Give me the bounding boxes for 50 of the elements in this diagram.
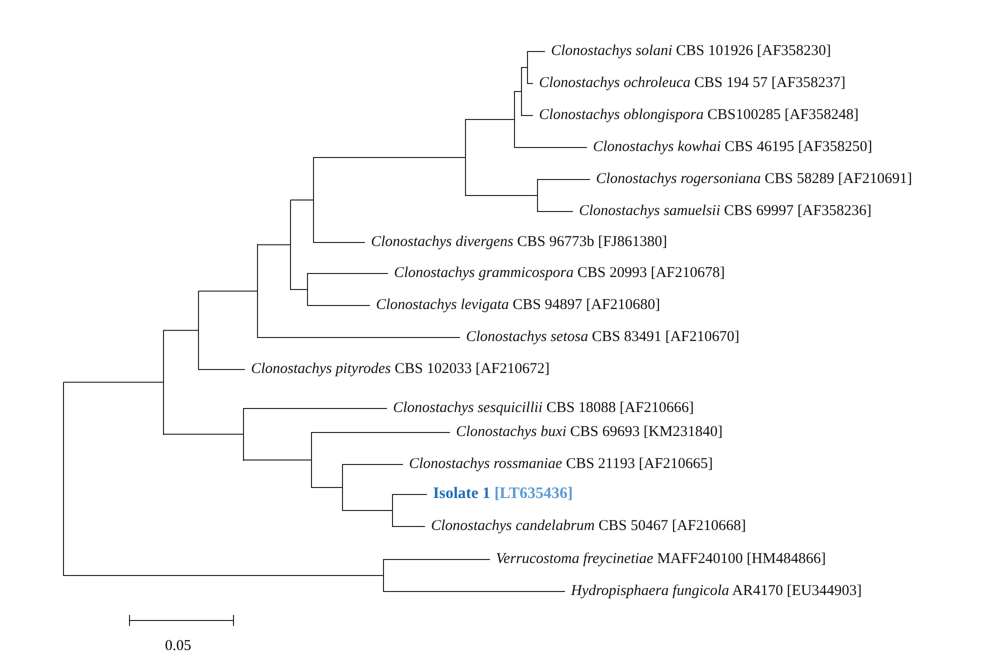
taxon-label: Verrucostoma freycinetiae MAFF240100 [HM484866] xyxy=(490,549,826,569)
tree-branch xyxy=(514,147,588,148)
taxon-label: Clonostachys candelabrum CBS 50467 [AF210668] xyxy=(425,516,746,536)
tree-branch xyxy=(311,487,343,488)
accession-number: [LT635436] xyxy=(494,485,573,502)
taxon-label: Hydropisphaera fungicola AR4170 [EU344903] xyxy=(565,581,862,601)
tree-branch xyxy=(465,195,538,196)
tree-branch xyxy=(63,382,164,383)
tree-branch xyxy=(313,157,466,158)
taxon-label: Clonostachys buxi CBS 69693 [KM231840] xyxy=(450,422,723,442)
tree-branch xyxy=(383,559,490,560)
tree-branch xyxy=(311,432,450,433)
tree-branch xyxy=(383,591,566,592)
tree-branch xyxy=(521,115,534,116)
taxon-label: Clonostachys grammicospora CBS 20993 [AF210678] xyxy=(388,263,725,283)
tree-branch xyxy=(313,242,366,243)
tree-branch xyxy=(537,211,574,212)
taxon-label: Clonostachys rossmaniae CBS 21193 [AF210665] xyxy=(403,454,713,474)
tree-branch xyxy=(163,330,199,331)
tree-branch xyxy=(198,369,246,370)
taxon-label: Clonostachys samuelsii CBS 69997 [AF358236] xyxy=(573,201,872,221)
tree-branch xyxy=(527,51,546,52)
taxon-label: Clonostachys kowhai CBS 46195 [AF358250] xyxy=(587,137,872,157)
tree-branch xyxy=(527,83,534,84)
taxon-label: Clonostachys rogersoniana CBS 58289 [AF210691] xyxy=(590,169,912,189)
taxon-label: Clonostachys pityrodes CBS 102033 [AF210672] xyxy=(245,359,550,379)
tree-branch xyxy=(63,575,384,576)
scale-label: 0.05 xyxy=(165,638,192,655)
tree-branch xyxy=(465,119,515,120)
tree-branch xyxy=(198,290,258,292)
taxon-label: Clonostachys setosa CBS 83491 [AF210670] xyxy=(460,327,740,347)
tree-branch xyxy=(537,179,590,180)
tree-branch xyxy=(290,289,308,290)
tree-branch xyxy=(392,494,428,495)
tree-branch xyxy=(342,464,404,465)
taxon-label: Clonostachys solani CBS 101926 [AF358230] xyxy=(545,41,832,61)
taxon-label: Clonostachys levigata CBS 94897 [AF210680] xyxy=(370,295,660,315)
tree-branch xyxy=(163,434,244,435)
tree-branch xyxy=(392,526,426,527)
tree-branch xyxy=(307,305,370,306)
tree-branch xyxy=(243,408,388,409)
tree-branch xyxy=(307,273,388,274)
taxon-label: Clonostachys divergens CBS 96773b [FJ861380] xyxy=(365,232,668,252)
taxon-label: Clonostachys ochroleuca CBS 194 57 [AF358237] xyxy=(533,73,846,93)
taxon-label: Clonostachys sesquicillii CBS 18088 [AF210666] xyxy=(387,398,694,418)
taxon-label: Clonostachys oblongispora CBS100285 [AF358248] xyxy=(533,105,859,125)
tree-branch xyxy=(257,337,460,338)
isolate-name: Isolate 1 xyxy=(433,485,490,502)
tree-branch xyxy=(257,244,291,246)
tree-branch xyxy=(342,510,393,511)
